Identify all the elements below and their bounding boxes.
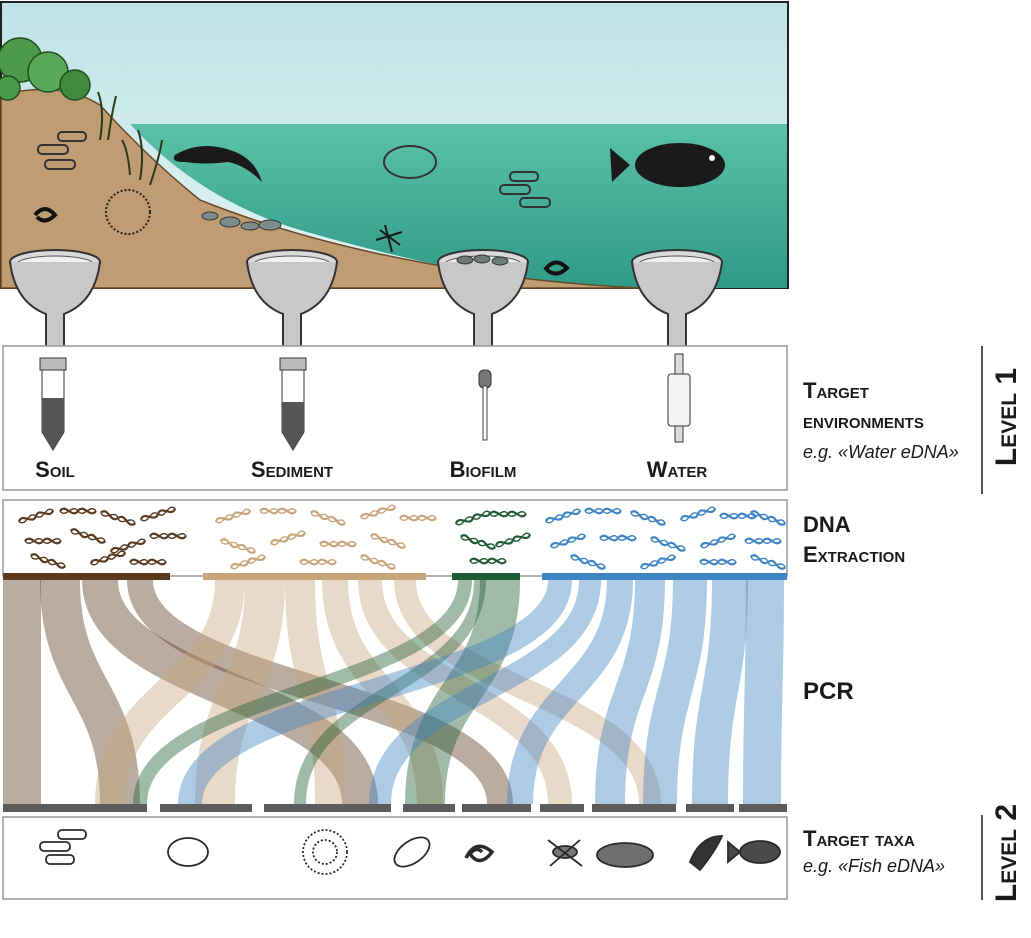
mollusc-icon <box>596 842 654 868</box>
nematode-scene-icon <box>33 207 58 223</box>
source-bar-sediment <box>203 573 426 580</box>
fish-icon <box>727 840 781 864</box>
reeds <box>97 91 163 186</box>
level1-bracket <box>981 346 983 494</box>
flow-sediment <box>322 579 443 805</box>
target-bars <box>3 804 787 812</box>
dna-title-2: Extraction <box>803 542 906 567</box>
source-bar-soil <box>3 573 170 580</box>
filter-cartridge-icon <box>667 353 691 443</box>
target-bar-bacteria <box>3 804 147 812</box>
fungi-icon <box>302 829 348 875</box>
flow-water <box>743 579 784 805</box>
flow-sediment <box>285 579 345 805</box>
fungi-scene-icon <box>105 189 151 235</box>
level2-label: Level 2 <box>990 803 1023 903</box>
target-env-title-1: Target <box>803 378 869 403</box>
fish-scene-icon <box>610 143 725 187</box>
sample-label-sediment: Sediment <box>250 457 334 482</box>
target-taxa-title: Target taxa <box>803 826 915 851</box>
sample-label-biofilm: Biofilm <box>449 457 517 482</box>
target-bar-mollusc <box>592 804 676 812</box>
flow-biofilm <box>133 579 472 805</box>
target-bar-insect-larva <box>540 804 584 812</box>
soil-tube-icon <box>39 357 67 451</box>
edna-workflow-diagram <box>0 1 789 900</box>
newt-icon <box>688 835 724 872</box>
target-bar-fish <box>739 804 787 812</box>
target-bar-diatom <box>403 804 455 812</box>
level2-bracket <box>981 815 983 900</box>
flow-soil <box>127 578 513 806</box>
flow-sediment <box>195 579 285 805</box>
taxa-icons <box>39 829 781 875</box>
insect-larva-icon <box>547 839 583 867</box>
target-bar-protist <box>160 804 252 812</box>
target-bar-nematode <box>462 804 531 812</box>
protist-icon <box>167 837 209 867</box>
sediment-tube-icon <box>279 357 307 451</box>
nematode-scene-icon-2 <box>543 260 570 276</box>
source-bar-biofilm <box>452 573 520 580</box>
nematode-icon <box>464 844 495 863</box>
target-env-example: e.g. «Water eDNA» <box>803 442 959 462</box>
target-taxa-example: e.g. «Fish eDNA» <box>803 856 946 876</box>
flow-water <box>369 579 601 805</box>
shrubs <box>0 37 91 101</box>
bacteria-scene-icon <box>37 131 551 208</box>
sample-panel <box>2 345 788 491</box>
flow-water <box>507 579 633 805</box>
sample-label-water: Water <box>646 457 708 482</box>
level1-label: Level 1 <box>990 367 1023 467</box>
bacteria-icon <box>39 829 87 865</box>
flow-biofilm <box>405 579 520 805</box>
target-bar-fungi <box>264 804 391 812</box>
pcr-flows <box>2 578 784 806</box>
target-bar-newt <box>686 804 734 812</box>
sample-label-soil: Soil <box>35 457 75 482</box>
flow-water <box>178 578 572 806</box>
pcr-title: PCR <box>803 678 854 705</box>
flow-water <box>595 579 665 805</box>
dna-title-1: DNA <box>803 512 851 537</box>
swab-icon <box>478 369 492 441</box>
flow-soil <box>40 579 140 805</box>
flow-sediment <box>95 579 245 805</box>
pebbles <box>201 211 282 231</box>
source-bars <box>3 573 787 580</box>
flow-soil <box>82 578 378 806</box>
protist-scene-icon <box>383 145 437 179</box>
dna-panel <box>2 499 788 577</box>
insect-larva-scene-icon <box>375 224 403 253</box>
source-bar-water <box>542 573 787 580</box>
flow-water <box>692 579 748 805</box>
newt-scene-icon <box>173 146 262 182</box>
flow-biofilm <box>294 579 486 805</box>
habitat-scene <box>0 1 789 348</box>
funnels <box>9 249 723 348</box>
flow-sediment <box>358 579 572 805</box>
diatom-icon <box>393 836 431 868</box>
target-env-title-2: environments <box>803 408 924 433</box>
flow-water <box>643 579 707 805</box>
flow-sediment <box>394 579 661 805</box>
